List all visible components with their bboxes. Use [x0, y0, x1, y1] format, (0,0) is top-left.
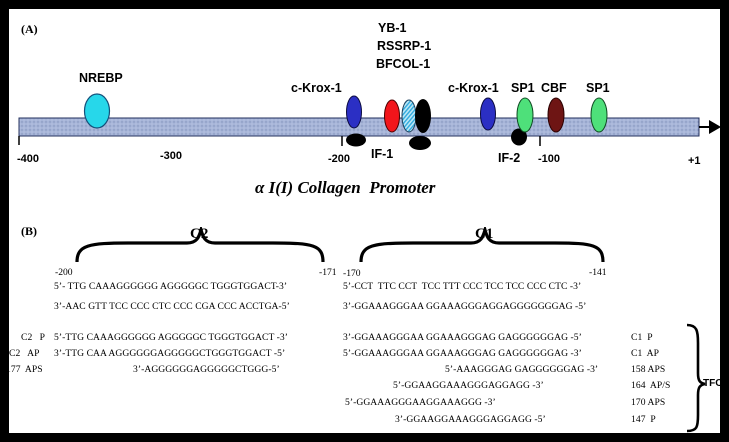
- ckrox1-left-label: c-Krox-1: [291, 81, 342, 95]
- oligo-sequence: 5’-GGAAGGAAAGGGAGGAGG -3’: [393, 380, 544, 391]
- hatched-factor-site: [401, 99, 417, 133]
- ckrox1-right-label: c-Krox-1: [448, 81, 499, 95]
- bfcol1-label: BFCOL-1: [376, 57, 431, 71]
- oligo-id: C1 P: [631, 332, 653, 343]
- c2-brace: [75, 227, 325, 263]
- c2-end-position: -171: [319, 267, 337, 278]
- oligo-sequence: 3’-GGAAAGGGAA GGAAAGGGAG GAGGGGGGAG -5’: [343, 332, 582, 343]
- nrebp-site: [83, 93, 111, 129]
- rssrp1-label: RSSRP-1: [377, 39, 432, 53]
- red-factor-site: [384, 99, 400, 133]
- if2-site: [511, 128, 527, 146]
- if1-label: IF-1: [371, 147, 394, 161]
- if1-right-site: [409, 136, 431, 150]
- oligo-id: 177 APS: [6, 364, 43, 375]
- promoter-arrow-head: [709, 120, 720, 134]
- c1-top-strand: 5’-CCT TTC CCT TCC TTT CCC TCC TCC CCC C…: [343, 281, 582, 292]
- c1-brace: [359, 227, 605, 263]
- oligo-id: 147 P: [631, 414, 656, 425]
- c1-start-position: -170: [343, 268, 361, 279]
- oligo-id: 164 AP/S: [631, 380, 671, 391]
- oligo-id: 158 APS: [631, 364, 666, 375]
- oligo-id: C2 P: [21, 332, 46, 343]
- oligo-sequence: 5’-AAAGGGAG GAGGGGGGAG -3’: [445, 364, 599, 375]
- c1-label: C1: [475, 226, 494, 242]
- oligo-sequence: 5’-GGAAAGGGAAGGAAAGGG -3’: [345, 397, 496, 408]
- c1-bottom-strand: 3’-GGAAAGGGAA GGAAAGGGAGGAGGGGGGGAG -5’: [343, 301, 587, 312]
- tick-label-100: -100: [538, 153, 561, 165]
- tfo-label: TFO: [703, 378, 723, 389]
- oligo-sequence: 3’-AGGGGGGAGGGGGCTGGG-5’: [133, 364, 280, 375]
- oligo-sequence: 3’-GGAAGGAAAGGGAGGAGG -5’: [395, 414, 546, 425]
- c1-end-position: -141: [589, 267, 607, 278]
- if2-label: IF-2: [498, 151, 521, 165]
- black-factor-site: [415, 99, 431, 133]
- oligo-id: C2 AP: [9, 348, 40, 359]
- if1-left-site: [346, 133, 366, 147]
- ckrox1-right-site: [480, 97, 496, 131]
- oligo-id: C1 AP: [631, 348, 660, 359]
- oligo-id: 170 APS: [631, 397, 666, 408]
- sp1-right-site: [590, 97, 608, 133]
- cbf-label: CBF: [541, 81, 567, 95]
- c2-bottom-strand: 3’-AAC GTT TCC CCC CTC CCC CGA CCC ACCTG…: [54, 301, 290, 312]
- c2-top-strand: 5’- TTG CAAAGGGGGG AGGGGGC TGGGTGGACT-3’: [54, 281, 288, 292]
- region-braces: [75, 227, 605, 263]
- oligo-sequence: 3’-TTG CAA AGGGGGGAGGGGGCTGGGTGGACT -5’: [54, 348, 286, 359]
- tick-label-plus1: +1: [688, 155, 701, 167]
- sp1-left-site: [516, 97, 534, 133]
- panel-b-label: (B): [21, 224, 37, 238]
- figure-panel: (A): [6, 9, 723, 433]
- ckrox1-left-site: [346, 95, 362, 129]
- oligo-sequence: 5’-GGAAAGGGAA GGAAAGGGAG GAGGGGGGAG -3’: [343, 348, 582, 359]
- promoter-map: [18, 93, 720, 150]
- promoter-title: α I(I) Collagen Promoter: [255, 178, 436, 197]
- c2-label: C2: [190, 226, 209, 242]
- tfo-bracket: [686, 323, 706, 433]
- sp1-right-label: SP1: [586, 81, 610, 95]
- yb1-label: YB-1: [378, 21, 407, 35]
- panel-a-label: (A): [21, 22, 38, 36]
- tick-label-400: -400: [17, 153, 40, 165]
- oligo-sequence: 5’-TTG CAAAGGGGGG AGGGGGC TGGGTGGACT -3’: [54, 332, 289, 343]
- sp1-left-label: SP1: [511, 81, 535, 95]
- c2-start-position: -200: [55, 267, 73, 278]
- nrebp-label: NREBP: [79, 71, 123, 85]
- tick-label-300: -300: [160, 150, 183, 162]
- tick-label-200: -200: [328, 153, 351, 165]
- cbf-site: [547, 97, 565, 133]
